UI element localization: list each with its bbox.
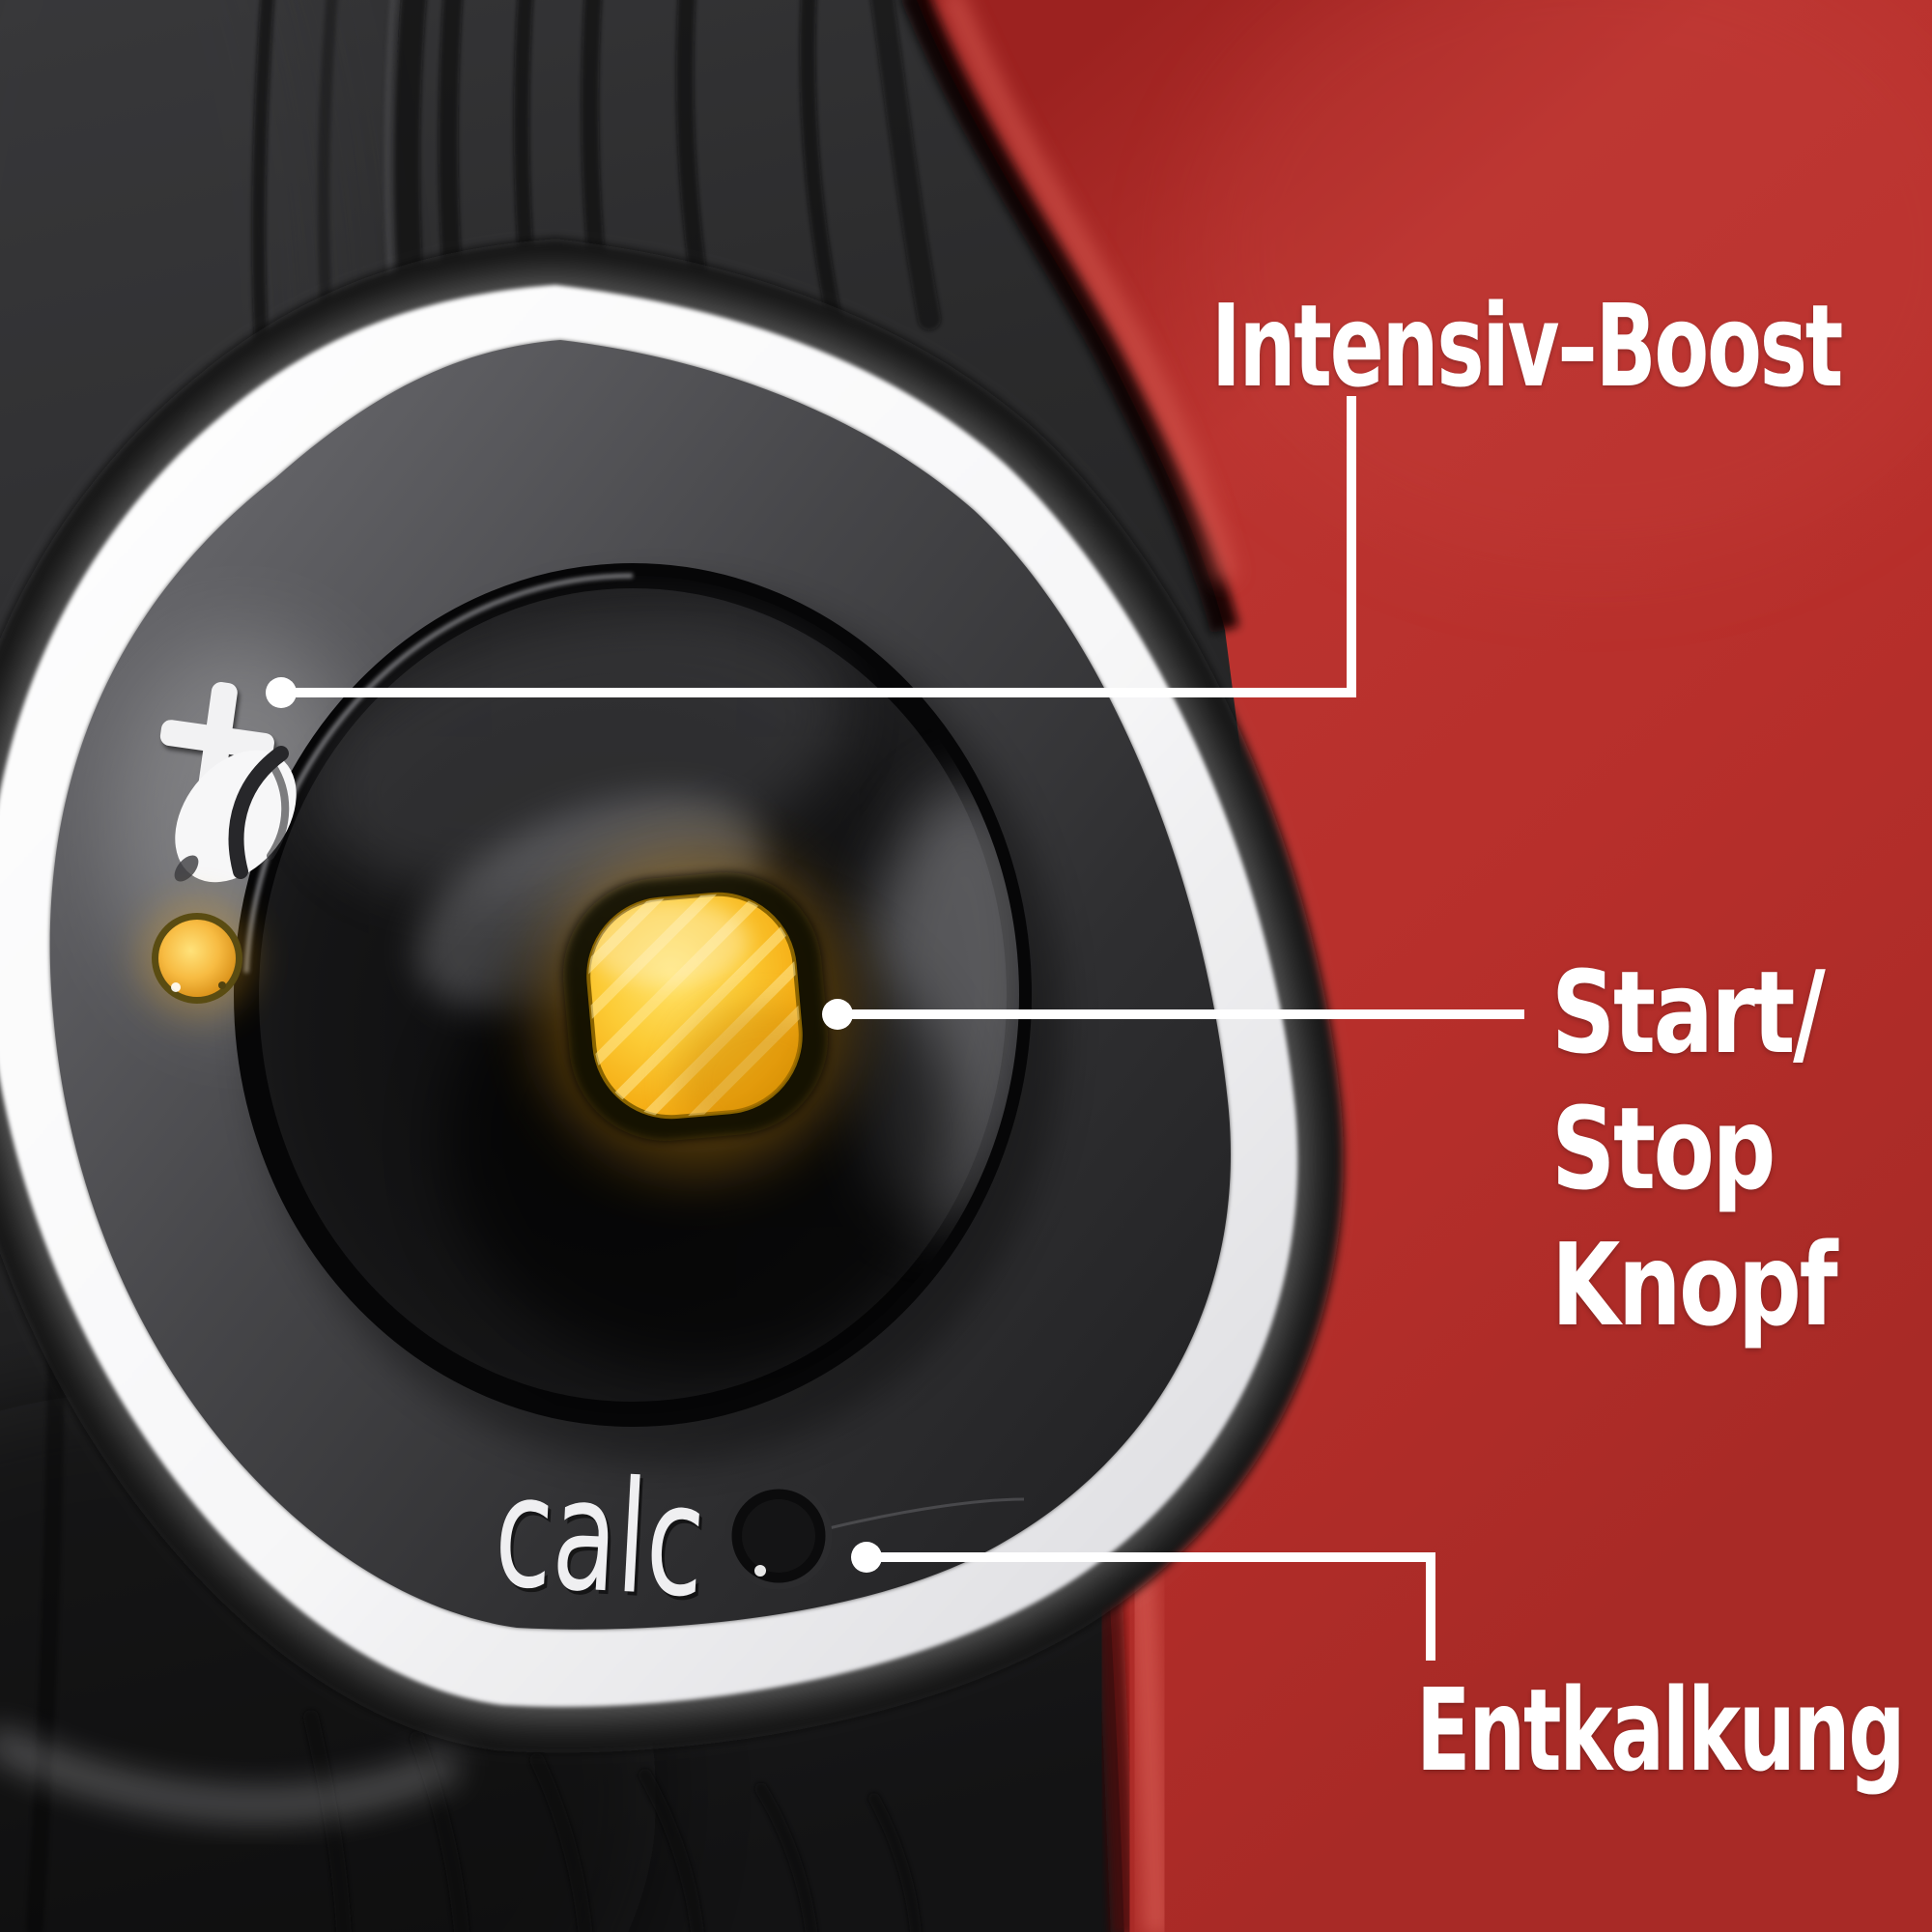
panel-bevel-highlight-bottom [1130, 1574, 1169, 1932]
panel-edge-shadow [900, 0, 1239, 634]
callout-connectors [281, 396, 1524, 1661]
calc-label-shadow: calc [494, 1446, 712, 1636]
callout-label-start-stop-line3: Knopf [1551, 1218, 1838, 1351]
intensiv-boost-icon [159, 682, 297, 883]
callout-label-entkalkung: Entkalkung [1416, 1663, 1905, 1797]
ring-reflection-streak [0, 1730, 460, 1817]
callout-label-start-stop: Start/ Stop Knopf [1551, 945, 1838, 1353]
callout-dot-entkalkung [851, 1542, 882, 1573]
start-stop-button [536, 845, 855, 1174]
callout-dot-start-stop [822, 999, 853, 1030]
callout-label-intensiv-boost: Intensiv–Boost [1211, 279, 1843, 412]
coffee-bean-icon [174, 746, 297, 883]
calc-led [724, 1482, 833, 1590]
callout-line-entkalkung [867, 1552, 1435, 1661]
red-side-panel [900, 0, 1932, 1932]
calc-indicator: calc calc [491, 1442, 1025, 1636]
calc-label: calc [491, 1442, 709, 1633]
callout-line-intensiv-boost [281, 396, 1356, 697]
callout-dots [266, 677, 882, 1573]
callout-dot-intensiv-boost [266, 677, 297, 708]
callout-label-start-stop-line1: Start/ [1551, 946, 1826, 1079]
boost-led [139, 900, 255, 1016]
panel-edge-highlight-top [942, 0, 1237, 582]
callout-label-start-stop-line2: Stop [1551, 1082, 1776, 1215]
